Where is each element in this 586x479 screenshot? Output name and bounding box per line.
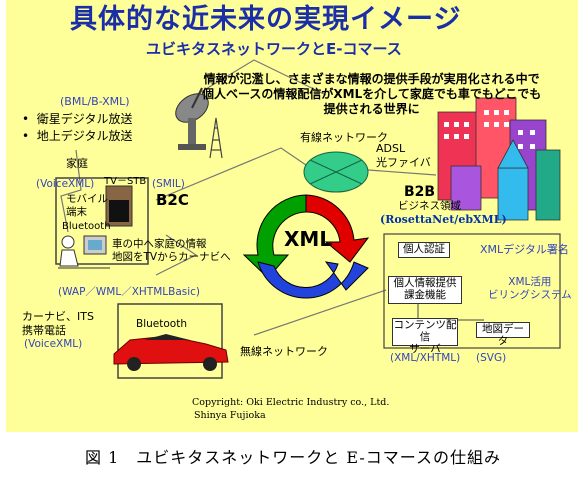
- smil-label: (SMIL): [152, 178, 185, 190]
- home-box: [55, 177, 149, 265]
- car-label-line: 携帯電話: [22, 324, 66, 337]
- network-hub-icon: [303, 151, 369, 193]
- description-line: 提供される世界に: [323, 102, 420, 116]
- diagram-canvas: 具体的な近未来の実現イメージ ユビキタスネットワークとE-コマース 情報が氾濫し…: [6, 0, 578, 432]
- home-bluetooth: Bluetooth: [62, 221, 111, 232]
- diagram-graphics: [55, 59, 561, 379]
- car-voicexml: (VoiceXML): [24, 338, 83, 350]
- xml-label: XML: [284, 227, 333, 251]
- broadcast-item: • 地上デジタル放送: [22, 129, 133, 143]
- description: 情報が氾濫し、さまざまな情報の提供手段が実用化される中で 個人ベースの情報配信が…: [202, 72, 541, 117]
- car-bluetooth: Bluetooth: [136, 318, 187, 330]
- contents-line: サーバ: [409, 343, 441, 355]
- figure-caption: 図 1 ユビキタスネットワークと E-コマースの仕組み: [85, 448, 501, 467]
- person-computer-icon: [58, 235, 110, 269]
- mobile-line: 端末: [66, 206, 87, 218]
- broadcast-item-label: 衛星デジタル放送: [36, 112, 133, 126]
- xml-billing-label: XML活用 ビリングシステム: [488, 276, 572, 302]
- wap-label: (WAP／WML／XHTMLBasic): [58, 286, 201, 298]
- car-box: [117, 303, 223, 379]
- wired-label: 有線ネットワーク: [300, 131, 388, 144]
- broadcast-format: (BML/B-XML): [60, 95, 130, 108]
- adsl-label: ADSL 光ファイバ: [376, 142, 431, 170]
- home-car-zigzag: [155, 234, 198, 276]
- broadcast-item: • 衛星デジタル放送: [22, 112, 133, 126]
- contents-server-box: コンテンツ配信 サーバ: [392, 318, 458, 355]
- xml-billing-line: ビリングシステム: [488, 289, 572, 301]
- copyright: Copyright: Oki Electric Industry co., Lt…: [192, 396, 389, 422]
- home-label: 家庭: [66, 157, 88, 170]
- broadcast-item-label: 地上デジタル放送: [36, 129, 133, 143]
- top-link-line: [195, 59, 327, 96]
- personal-info-line: 課金機能: [404, 289, 446, 301]
- copyright-line: Shinya Fujioka: [194, 410, 266, 421]
- business-box: [383, 233, 561, 349]
- connector-lines: [60, 59, 437, 336]
- xhtml-label: (XML/XHTML): [390, 352, 461, 364]
- mobile-label: モバイル 端末: [66, 193, 108, 219]
- xml-signature-label: XMLデジタル署名: [480, 243, 569, 256]
- broadcast-tower-icon: [209, 117, 223, 159]
- tv-icon: [105, 185, 133, 227]
- network-b2b-line: [367, 169, 437, 176]
- car-b2b-line: [253, 289, 387, 336]
- car-icon: [113, 334, 229, 371]
- copyright-line: Copyright: Oki Electric Industry co., Lt…: [192, 397, 390, 408]
- svg-label: (SVG): [476, 352, 507, 364]
- contents-line: コンテンツ配信: [393, 319, 457, 343]
- satellite-dish-icon: [175, 87, 209, 150]
- mobile-line: モバイル: [66, 193, 108, 205]
- b2b-format: (RosettaNet/ebXML): [380, 213, 507, 226]
- wireless-label: 無線ネットワーク: [240, 345, 328, 358]
- b2c-label: B2C: [156, 191, 189, 209]
- page-title: 具体的な近未来の実現イメージ: [70, 4, 462, 35]
- car-label-line: カーナビ、ITS: [22, 310, 94, 323]
- description-line: 情報が氾濫し、さまざまな情報の提供手段が実用化される中で: [203, 72, 540, 86]
- home-voicexml: (VoiceXML): [36, 178, 95, 190]
- home-info: 車の中へ家庭の情報 地図をTVからカーナビへ: [112, 238, 231, 264]
- b2b-sub: ビジネス領域: [398, 200, 461, 212]
- xml-cycle-icon: [242, 194, 370, 299]
- buildings-icon: [437, 97, 561, 221]
- adsl-line: ADSL: [376, 142, 406, 155]
- broadcast-zigzag: [60, 149, 82, 233]
- personal-info-box: 個人情報提供 課金機能: [388, 276, 462, 304]
- home-info-line: 地図をTVからカーナビへ: [112, 251, 231, 263]
- description-line: 個人ベースの情報配信がXMLを介して家庭でも車でもどこでも: [202, 87, 542, 101]
- adsl-line: 光ファイバ: [376, 156, 431, 169]
- xml-billing-line: XML活用: [508, 276, 552, 288]
- home-info-line: 車の中へ家庭の情報: [112, 238, 207, 250]
- personal-info-line: 個人情報提供: [393, 277, 457, 289]
- map-data-box: 地図データ: [476, 322, 530, 347]
- subtitle: ユビキタスネットワークとE-コマース: [146, 40, 402, 58]
- b2b-label: B2B: [404, 184, 436, 200]
- auth-box: 個人認証: [398, 242, 450, 258]
- tv-stb-label: TV－STB: [104, 176, 147, 187]
- home-network-line: [155, 147, 307, 201]
- car-labels: カーナビ、ITS 携帯電話: [22, 310, 94, 338]
